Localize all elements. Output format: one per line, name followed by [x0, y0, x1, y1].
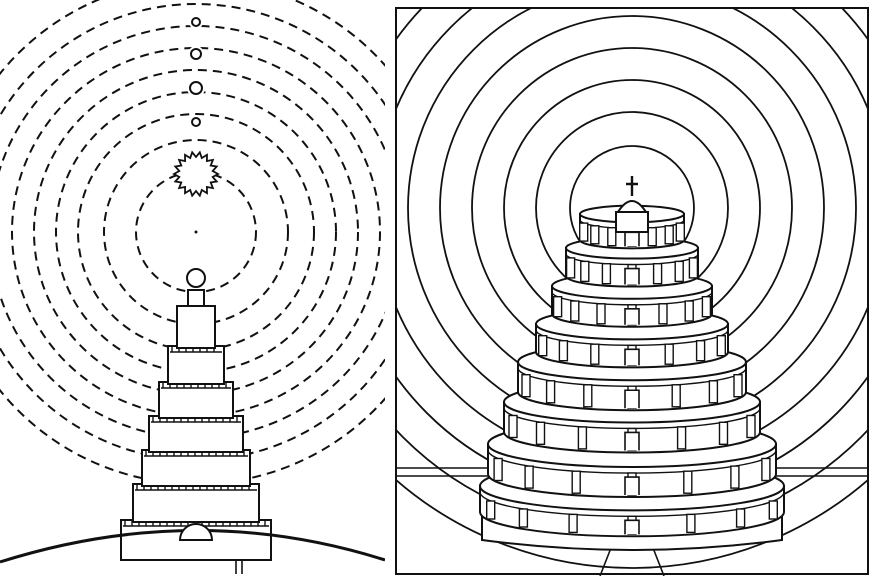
tier-buttress — [675, 261, 683, 281]
tier-buttress — [519, 509, 527, 527]
tier-buttress — [602, 264, 610, 284]
tier-buttress — [687, 514, 695, 532]
tier-buttress — [571, 301, 579, 321]
tier-buttress — [648, 228, 656, 246]
tier-buttress — [597, 304, 605, 324]
cupola-drum — [616, 212, 648, 232]
tier-doorway — [625, 432, 639, 450]
tier-doorway — [625, 520, 639, 534]
tier-buttress — [509, 416, 517, 438]
tier-doorway — [625, 269, 639, 285]
tier-buttress — [659, 304, 667, 324]
tier-buttress — [697, 341, 705, 361]
tower-finial-base — [188, 290, 204, 306]
tier-buttress — [525, 466, 533, 488]
tier-buttress — [709, 381, 717, 403]
tier-buttress — [591, 344, 599, 364]
planet-icon — [190, 82, 202, 94]
tier-buttress — [572, 471, 580, 493]
tier-buttress — [702, 297, 710, 317]
tier-buttress — [559, 341, 567, 361]
orbit-center-dot — [195, 231, 198, 234]
tier-buttress — [665, 226, 673, 244]
sun-icon — [174, 152, 218, 195]
tier-buttress — [665, 344, 673, 364]
tier-buttress — [580, 223, 588, 241]
tier-buttress — [539, 336, 547, 356]
tier-buttress — [584, 385, 592, 407]
tier-buttress — [769, 501, 777, 519]
tier-buttress — [685, 301, 693, 321]
tier-doorway — [625, 477, 639, 495]
tier-buttress — [522, 375, 530, 397]
planet-icon — [191, 49, 201, 59]
tier-buttress — [731, 466, 739, 488]
tier-buttress — [689, 258, 697, 278]
tier-buttress — [591, 226, 599, 244]
ground-post — [236, 560, 242, 574]
tier-buttress — [569, 514, 577, 532]
planet-icon — [192, 118, 200, 126]
tier-buttress — [581, 261, 589, 281]
tier-buttress — [717, 336, 725, 356]
tier-doorway — [625, 309, 639, 325]
tier-buttress — [578, 427, 586, 449]
tier-doorway — [625, 232, 639, 246]
cupola-dome — [618, 201, 646, 212]
planet-icon — [192, 18, 200, 26]
tier-buttress — [720, 422, 728, 444]
tier-buttress — [547, 381, 555, 403]
tower-finial-sphere — [187, 269, 205, 287]
cross-icon — [626, 176, 638, 196]
tier-buttress — [762, 459, 770, 481]
tier-buttress — [608, 228, 616, 246]
tier-buttress — [654, 264, 662, 284]
tier-buttress — [487, 501, 495, 519]
tier-buttress — [684, 471, 692, 493]
left-panel — [0, 0, 448, 574]
tier-buttress — [537, 422, 545, 444]
tier-buttress — [747, 416, 755, 438]
tier-buttress — [676, 223, 684, 241]
tier-buttress — [737, 509, 745, 527]
tier-buttress — [678, 427, 686, 449]
tier-buttress — [494, 459, 502, 481]
tier-buttress — [567, 258, 575, 278]
tier-doorway — [625, 349, 639, 365]
tier-buttress — [734, 375, 742, 397]
tier-doorway — [625, 390, 639, 408]
tower-tier — [177, 306, 215, 348]
tier-buttress — [554, 297, 562, 317]
tier-buttress — [672, 385, 680, 407]
right-panel — [272, 0, 880, 576]
